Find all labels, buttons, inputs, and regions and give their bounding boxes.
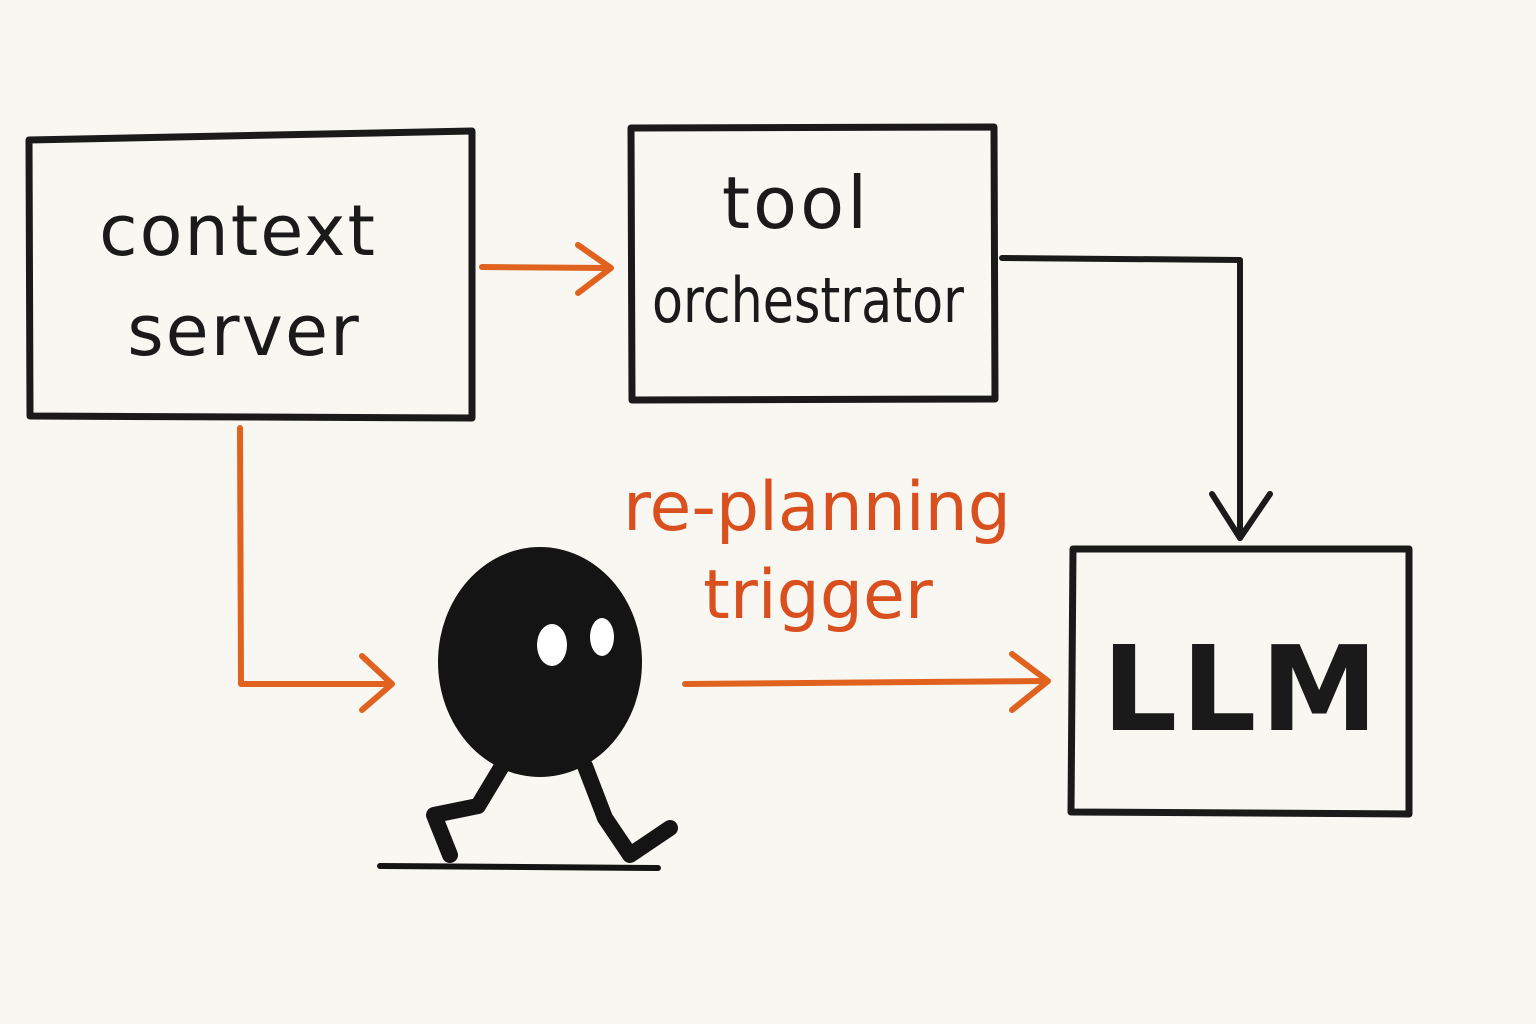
edge-label-line2: trigger	[703, 556, 933, 635]
context-server-label-line2: server	[127, 290, 361, 372]
blob-walker-icon	[377, 547, 678, 871]
arrowhead-icon	[575, 242, 614, 296]
tool-orchestrator-label-line1: tool	[722, 161, 870, 245]
tool-orchestrator-box	[627, 123, 999, 404]
arrowhead-icon	[1009, 651, 1051, 713]
re-planning-trigger-label: re-planning trigger	[623, 468, 1011, 635]
ground-line	[377, 863, 661, 871]
context-server-node: context server	[25, 127, 476, 422]
context-server-box	[25, 127, 476, 422]
character-eye-left	[537, 624, 567, 666]
arrow-character-to-llm	[682, 651, 1051, 713]
arrowhead-icon	[1209, 491, 1273, 541]
arrow-orchestrator-to-llm	[999, 255, 1273, 541]
edge-label-line1: re-planning	[623, 468, 1011, 547]
context-server-label-line1: context	[99, 190, 377, 272]
arrow-context-to-character	[237, 425, 395, 713]
character-leg-right	[577, 758, 678, 863]
character-eye-right	[590, 618, 614, 656]
llm-node: LLM	[1067, 545, 1413, 818]
arrowhead-icon	[359, 653, 395, 713]
tool-orchestrator-node: tool orchestrator	[627, 123, 999, 404]
llm-label: LLM	[1102, 620, 1382, 758]
character-leg-left	[426, 758, 510, 863]
llm-box	[1067, 545, 1413, 818]
character-body	[438, 547, 642, 777]
arrow-context-to-orchestrator	[479, 242, 614, 296]
tool-orchestrator-label-line2: orchestrator	[652, 264, 964, 337]
